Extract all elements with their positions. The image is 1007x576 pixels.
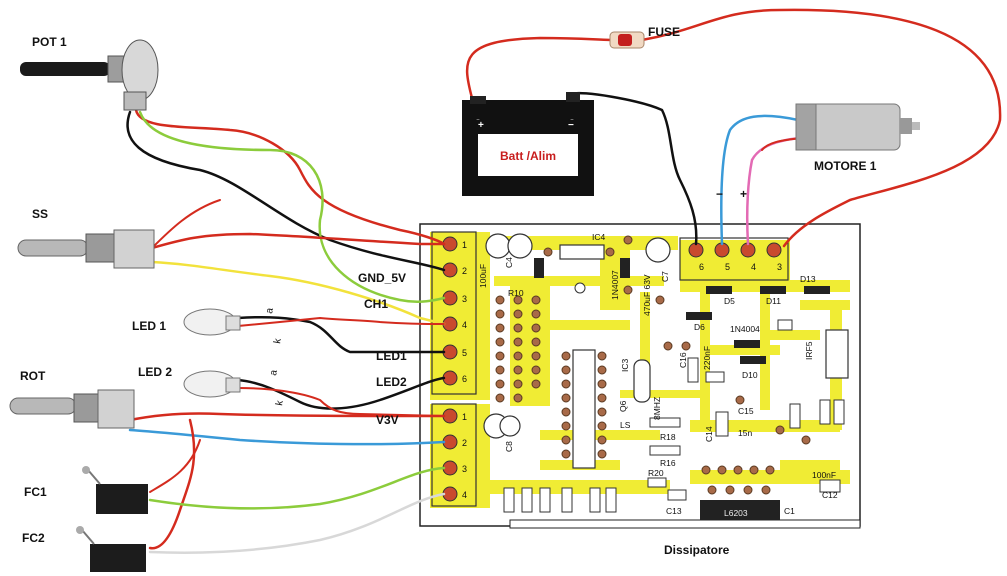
l6203-driver xyxy=(700,500,780,520)
terminal-j2 xyxy=(442,408,458,502)
pcb-label-c8: C8 xyxy=(504,441,514,452)
pin-j2-2: 2 xyxy=(462,438,467,448)
motor: MOTORE 1 − + xyxy=(716,103,920,201)
pcb-label-15n: 15n xyxy=(738,428,752,438)
pcb-label-220nf: 220nF xyxy=(702,346,712,370)
heatsink-label: Dissipatore xyxy=(664,543,730,557)
pcb-label-d11: D11 xyxy=(766,296,781,306)
led2-label: LED 2 xyxy=(138,365,172,379)
crystal xyxy=(633,359,651,403)
ss-label: SS xyxy=(32,207,48,221)
pcb-label-r16: R16 xyxy=(660,458,676,468)
pcb-label-470uf: 470uF 63V xyxy=(642,274,652,316)
fc1-label: FC1 xyxy=(24,485,47,499)
battery: + − Batt /Alim xyxy=(462,92,594,196)
led1-pin-k: k xyxy=(272,337,284,345)
pin-j1-6: 6 xyxy=(462,374,467,384)
pin-out-6: 6 xyxy=(699,262,704,272)
wire-label-ch1: CH1 xyxy=(364,297,388,311)
fc2-label: FC2 xyxy=(22,531,45,545)
wires xyxy=(126,8,1002,554)
pcb-label-c7: C7 xyxy=(660,271,670,282)
motor-term-plus: + xyxy=(740,187,747,201)
rot-label: ROT xyxy=(20,369,46,383)
pcb-label-c14: C14 xyxy=(704,426,714,442)
pcb-label-1n4004: 1N4004 xyxy=(730,324,760,334)
switch-rot: ROT xyxy=(9,369,135,429)
pcb-label-q6: Q6 xyxy=(618,400,628,412)
pcb-label-100nf: 100nF xyxy=(812,470,836,480)
pin-j1-4: 4 xyxy=(462,320,467,330)
limit-switch-fc2: FC2 xyxy=(22,526,146,572)
battery-minus: − xyxy=(568,120,574,131)
pcb-label-d5: D5 xyxy=(724,296,735,306)
pin-j2-4: 4 xyxy=(462,490,467,500)
pcb-pads xyxy=(495,235,811,495)
pin-j2-1: 1 xyxy=(462,412,467,422)
wire-label-led2: LED2 xyxy=(376,375,407,389)
fuse-label: FUSE xyxy=(648,25,680,39)
led1-label: LED 1 xyxy=(132,319,166,333)
pcb-label-r20: R20 xyxy=(648,468,664,478)
terminal-j1 xyxy=(442,236,458,386)
wire-label-led1: LED1 xyxy=(376,349,407,363)
pin-out-3: 3 xyxy=(777,262,782,272)
led-1: LED 1 a k xyxy=(132,307,284,345)
pcb-label-100uf: 100uF xyxy=(478,264,488,288)
pin-j1-3: 3 xyxy=(462,294,467,304)
pcb-label-c16: C16 xyxy=(678,352,688,368)
switch-ss: SS xyxy=(17,207,155,269)
pcb-board: 1 2 3 4 5 6 1 2 3 4 6 5 4 3 100uF C4 IC4… xyxy=(419,223,861,529)
pcb-label-ic4: IC4 xyxy=(592,232,606,242)
battery-plus: + xyxy=(478,120,484,131)
pcb-label-d10: D10 xyxy=(742,370,758,380)
limit-switch-fc1: FC1 xyxy=(24,466,148,514)
pcb-label-1n4007: 1N4007 xyxy=(610,270,620,300)
pin-out-4: 4 xyxy=(751,262,756,272)
pin-j2-3: 3 xyxy=(462,464,467,474)
pcb-label-l6203: L6203 xyxy=(724,508,748,518)
pcb-label-8mhz: 8MHZ xyxy=(652,397,662,420)
pin-j1-1: 1 xyxy=(462,240,467,250)
pcb-label-c4: C4 xyxy=(504,257,514,268)
pcb-label-r10: R10 xyxy=(508,288,524,298)
pin-j1-5: 5 xyxy=(462,348,467,358)
motor-term-minus: − xyxy=(716,187,723,201)
pcb-label-ls: LS xyxy=(620,420,631,430)
motor-label: MOTORE 1 xyxy=(814,159,877,173)
pcb-label-r18: R18 xyxy=(660,432,676,442)
pcb-label-d6: D6 xyxy=(694,322,705,332)
pcb-label-c15: C15 xyxy=(738,406,754,416)
battery-label: Batt /Alim xyxy=(500,149,556,163)
led2-pin-a: a xyxy=(268,369,280,377)
pot-label: POT 1 xyxy=(32,35,67,49)
pcb-label-c1: C1 xyxy=(784,506,795,516)
pcb-label-irf5: IRF5 xyxy=(804,341,814,360)
pcb-label-c13: C13 xyxy=(666,506,682,516)
ic3-chip xyxy=(572,349,596,469)
pin-out-5: 5 xyxy=(725,262,730,272)
pcb-label-d13: D13 xyxy=(800,274,816,284)
led2-pin-k: k xyxy=(274,399,286,407)
fuse: FUSE xyxy=(609,25,680,49)
led1-pin-a: a xyxy=(264,307,276,315)
wire-label-v3v: V3V xyxy=(376,413,399,427)
pcb-label-c12: C12 xyxy=(822,490,838,500)
wire-label-gnd5v: GND_5V xyxy=(358,271,406,285)
pcb-label-ic3: IC3 xyxy=(620,359,630,373)
led-2: LED 2 a k xyxy=(138,365,286,407)
potentiometer: POT 1 xyxy=(20,35,159,111)
pin-j1-2: 2 xyxy=(462,266,467,276)
